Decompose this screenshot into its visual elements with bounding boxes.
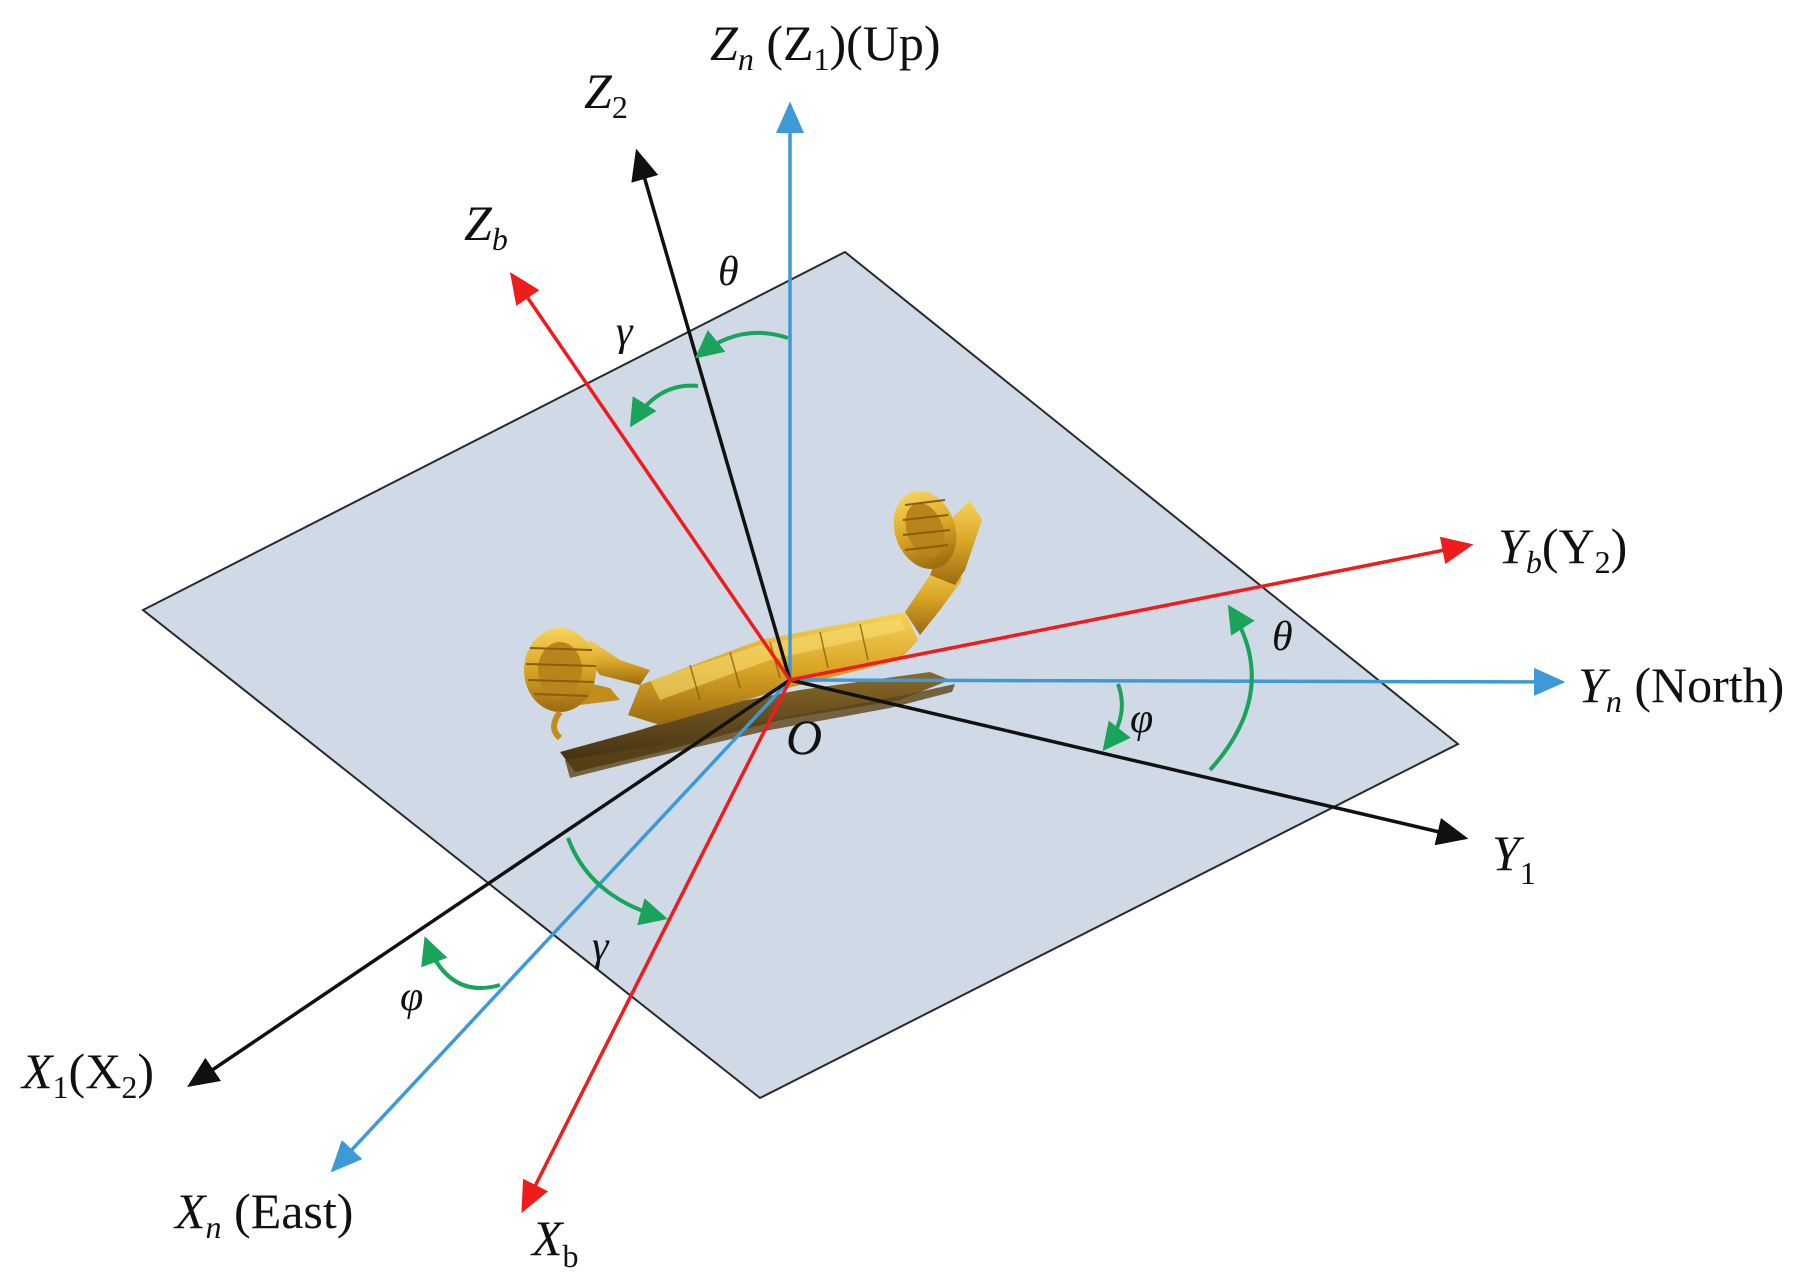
yn-label: Yn (North): [1578, 657, 1784, 719]
yb-label: Yb(Y2): [1498, 518, 1627, 580]
zb-axis: [510, 272, 792, 681]
theta-label-top: θ: [718, 249, 739, 295]
xn-axis: [330, 678, 792, 1173]
theta-label-right: θ: [1272, 614, 1293, 660]
x1-label: X1(X2): [20, 1043, 154, 1105]
phi-label-bottom: φ: [400, 974, 423, 1020]
z2-label: Z2: [584, 63, 628, 125]
xn-label: Xn (East): [173, 1183, 353, 1245]
xb-label: Xb: [530, 1210, 579, 1274]
crawler-vehicle-icon: [524, 491, 982, 778]
theta-arc-top: [694, 330, 789, 359]
y1-label: Y1: [1492, 825, 1536, 891]
xb-axis: [521, 679, 792, 1214]
gamma-label-top: γ: [616, 309, 634, 355]
gamma-arc-bottom: [566, 837, 668, 926]
phi-arc-right: [1102, 683, 1131, 752]
x1-axis: [187, 678, 791, 1087]
phi-arc-bottom: [421, 936, 501, 990]
y1-axis: [789, 678, 1469, 846]
gamma-arc-top: [629, 383, 699, 428]
z2-axis: [631, 148, 792, 681]
yn-axis: [789, 667, 1566, 696]
theta-arc-right: [1208, 604, 1255, 772]
phi-label-right: φ: [1130, 696, 1153, 742]
origin-label: O: [786, 709, 822, 765]
zn-label: Zn (Z1)(Up): [710, 15, 941, 77]
yb-axis: [789, 536, 1474, 682]
gamma-label-bottom: γ: [592, 924, 610, 970]
zb-label: Zb: [464, 195, 508, 257]
